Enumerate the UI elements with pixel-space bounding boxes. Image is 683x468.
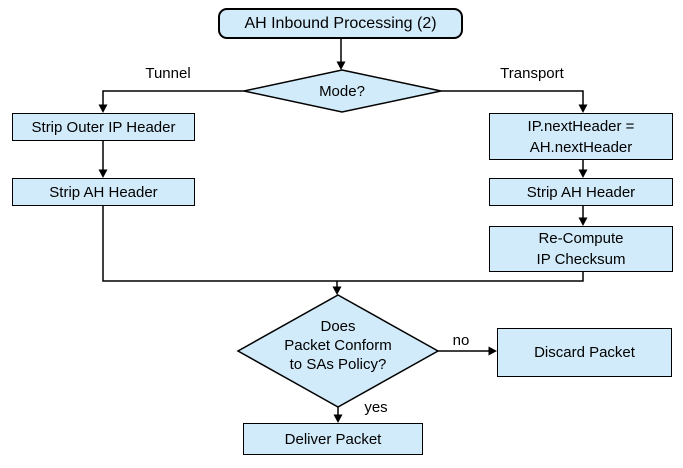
policy-decision-shape xyxy=(236,294,440,408)
arrowhead xyxy=(578,217,588,226)
node-strip-ah-header-transport: Strip AH Header xyxy=(489,178,673,206)
edge-label-tunnel: Tunnel xyxy=(145,65,191,82)
node-mode-decision-label: Mode? xyxy=(319,83,365,100)
node-set-next-header-line1: IP.nextHeader = xyxy=(527,117,635,135)
node-policy-decision-line2: Packet Conform xyxy=(284,337,392,354)
node-policy-decision-line3: to SAs Policy? xyxy=(289,356,387,373)
edge-label-no: no xyxy=(452,332,470,349)
node-strip-outer-ip-header: Strip Outer IP Header xyxy=(12,113,195,141)
arrowhead xyxy=(578,169,588,178)
node-set-next-header-line2: AH.nextHeader xyxy=(529,138,633,156)
node-set-next-header: IP.nextHeader = AH.nextHeader xyxy=(489,113,673,160)
node-recompute-checksum-line2: IP Checksum xyxy=(536,251,626,268)
node-policy-decision-label: Does Packet Conform to SAs Policy? xyxy=(258,317,418,374)
arrowhead xyxy=(332,286,342,295)
arrowhead xyxy=(488,346,497,356)
edge-tunnel-merge xyxy=(102,206,337,282)
node-start: AH Inbound Processing (2) xyxy=(218,8,463,39)
node-strip-ah-header-tunnel: Strip AH Header xyxy=(12,178,195,206)
edge-transport-merge xyxy=(337,272,584,282)
arrowhead xyxy=(98,169,108,178)
node-recompute-checksum: Re-Compute IP Checksum xyxy=(489,226,673,272)
edge-mode-to-strip-outer-ip xyxy=(102,90,244,105)
node-discard-packet: Discard Packet xyxy=(497,328,672,377)
arrowhead xyxy=(578,104,588,113)
arrowhead xyxy=(336,61,346,70)
mode-decision-shape xyxy=(243,69,442,113)
arrowhead xyxy=(98,104,108,113)
node-deliver-packet: Deliver Packet xyxy=(243,423,423,455)
node-policy-decision-line1: Does xyxy=(320,318,356,335)
edge-label-yes: yes xyxy=(364,399,388,416)
edge-label-transport: Transport xyxy=(500,65,564,82)
arrowhead xyxy=(333,414,343,423)
node-recompute-checksum-line1: Re-Compute xyxy=(538,230,624,247)
edge-mode-to-set-next-header xyxy=(441,90,584,105)
